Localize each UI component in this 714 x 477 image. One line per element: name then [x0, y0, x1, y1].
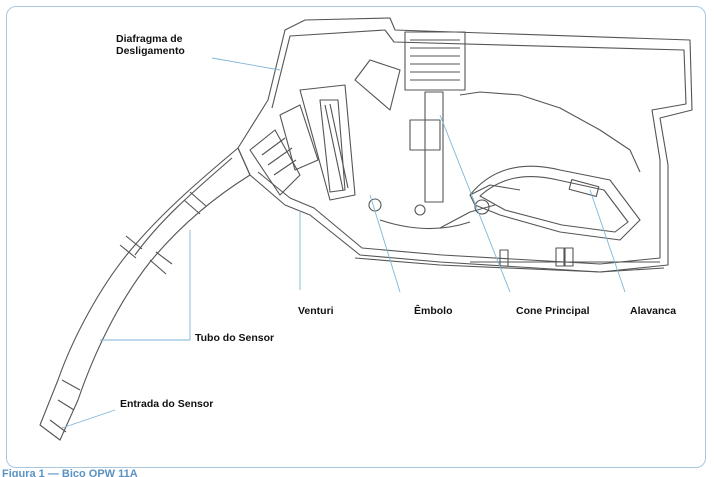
nozzle-spout — [39, 147, 251, 441]
leader-plunger — [369, 194, 401, 293]
label-sensor-inlet: Entrada do Sensor — [120, 398, 214, 410]
label-main-cone: Cone Principal — [516, 305, 590, 317]
figure-caption: Figura 1 — Bico OPW 11A — [2, 468, 138, 477]
lever-assembly — [379, 165, 641, 241]
label-sensor-tube: Tubo do Sensor — [195, 332, 275, 344]
diagram-frame — [6, 6, 706, 468]
leader-main-cone — [439, 114, 511, 293]
label-venturi: Venturi — [298, 305, 334, 317]
label-diaphragm: Diafragma de Desligamento — [116, 33, 185, 57]
label-plunger: Êmbolo — [414, 305, 453, 317]
leader-lever — [589, 189, 626, 293]
nozzle-body — [237, 17, 693, 273]
leader-lines — [61, 57, 626, 429]
leader-sensor-inlet — [61, 409, 116, 429]
trigger-guard — [354, 247, 665, 273]
leader-diaphragm — [211, 57, 281, 71]
label-lever: Alavanca — [630, 305, 677, 317]
